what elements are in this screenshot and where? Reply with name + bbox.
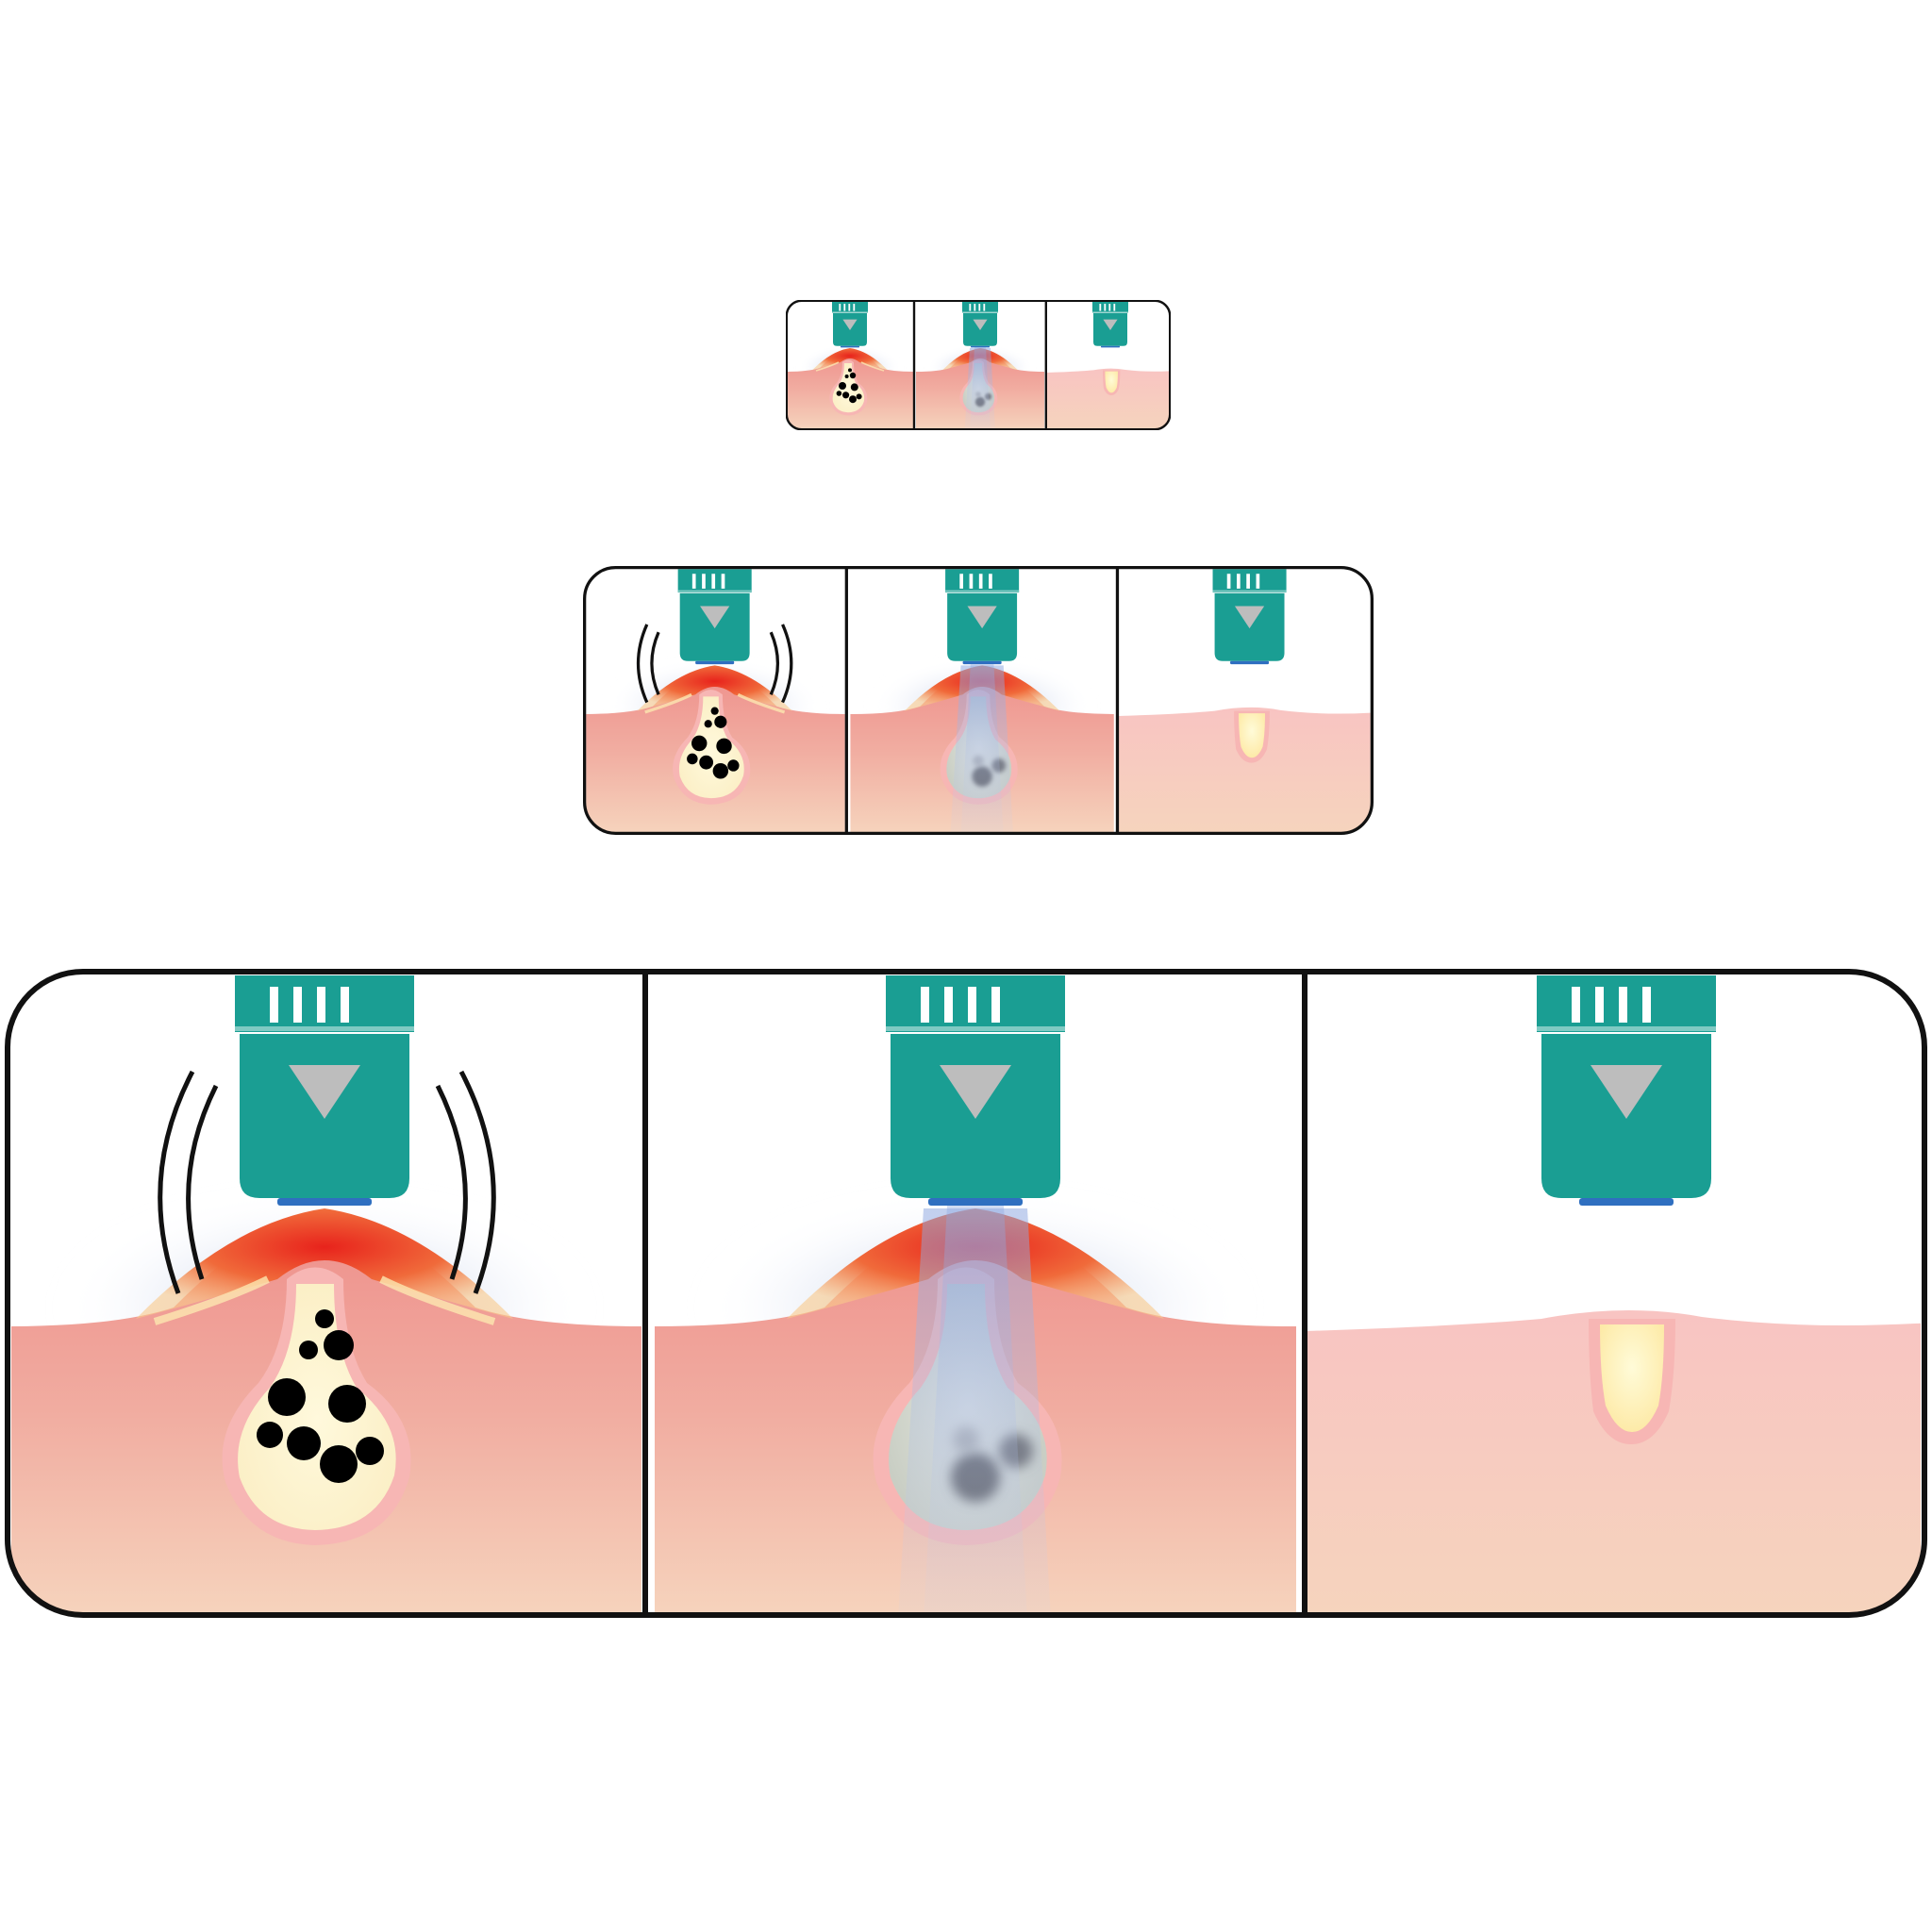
strip-large — [4, 968, 1928, 1619]
strip-medium — [583, 566, 1374, 835]
device-head-icon — [583, 567, 1374, 835]
vibration-waves-icon — [636, 624, 793, 704]
strip-small — [786, 300, 1171, 430]
device-head-icon — [4, 970, 1928, 1619]
device-head-icon — [786, 300, 1171, 430]
vibration-waves-icon — [158, 1070, 496, 1294]
